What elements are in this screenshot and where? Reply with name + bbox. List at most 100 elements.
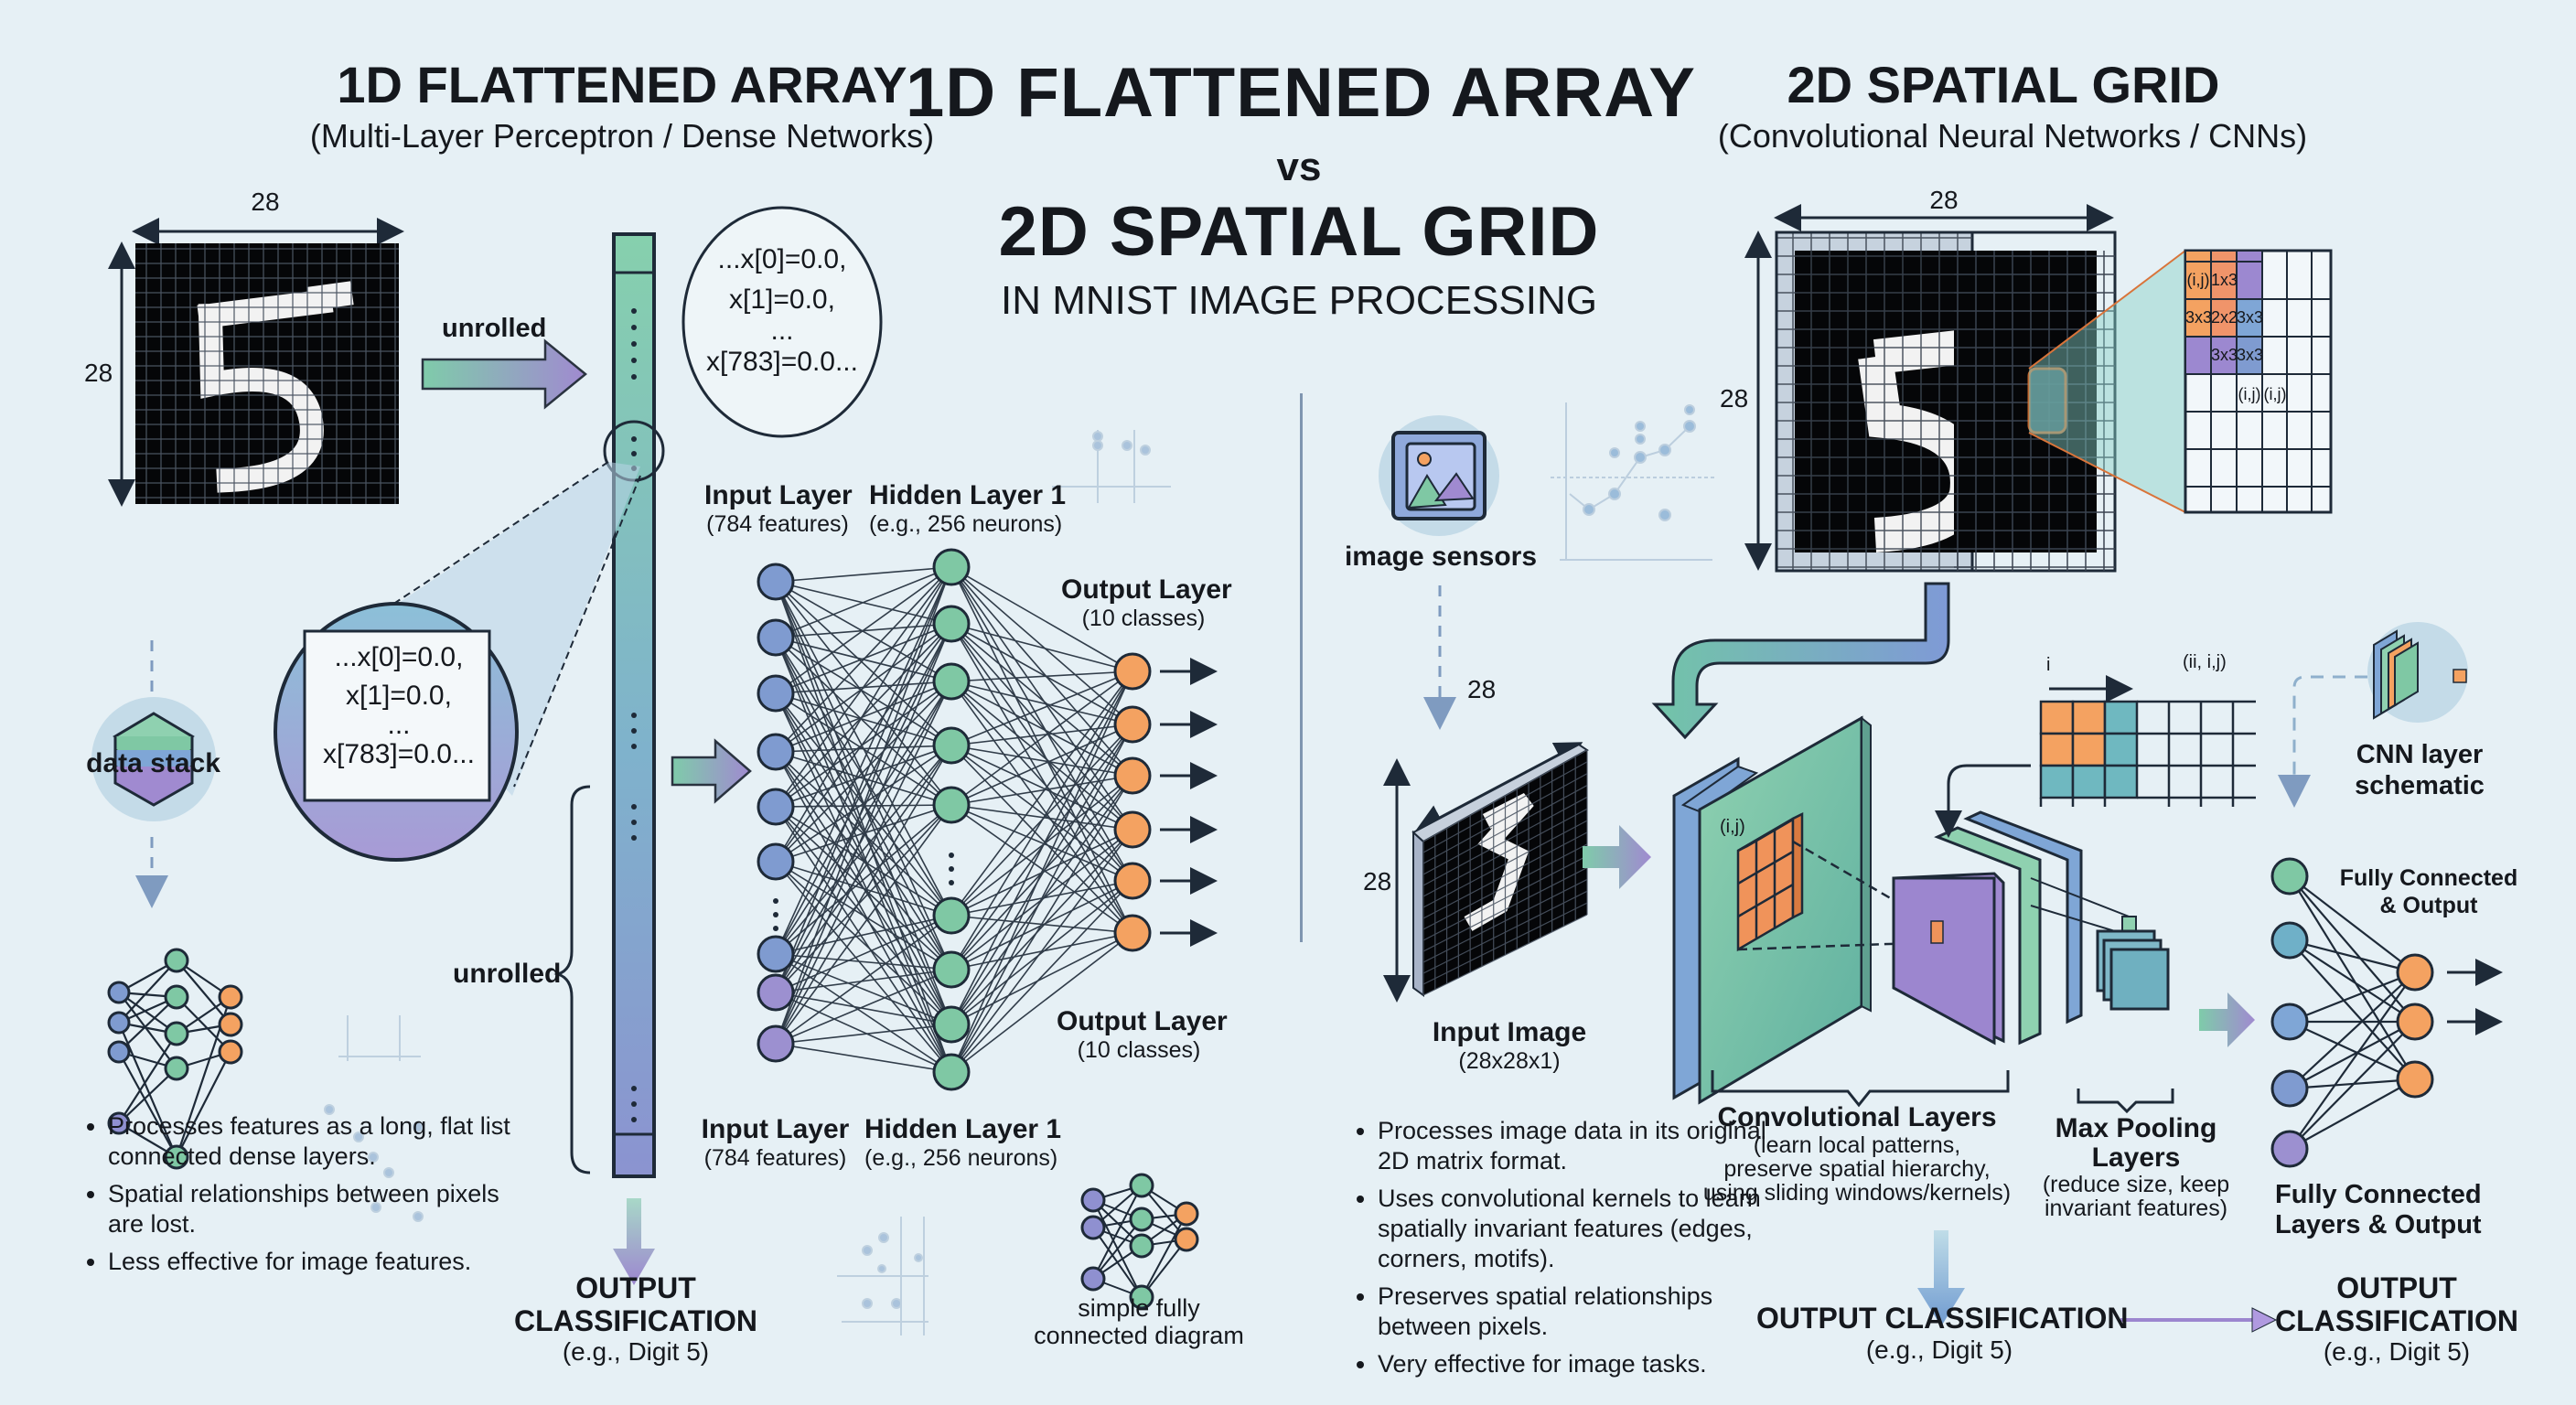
kernel-cell: 2x2 bbox=[2211, 308, 2238, 327]
cnn-schematic-line1: CNN layer bbox=[2356, 740, 2484, 769]
kernel-cell: 3x3 bbox=[2211, 346, 2238, 364]
right-image-width-label: 28 bbox=[1929, 186, 1959, 214]
pool-coord-label: (ii, i,j) bbox=[2183, 652, 2227, 672]
right-output-sub: (e.g., Digit 5) bbox=[2323, 1337, 2471, 1366]
simple-fc-caption-1: simple fully bbox=[1078, 1294, 1200, 1322]
conv-title: Convolutional Layers bbox=[1717, 1102, 1997, 1132]
right-bullet: Very effective for image tasks. bbox=[1378, 1349, 1780, 1379]
simple-fc-caption-2: connected diagram bbox=[1034, 1322, 1244, 1349]
hidden-layer-title-bottom: Hidden Layer 1 bbox=[864, 1114, 1062, 1144]
right-subheading: (Convolutional Neural Networks / CNNs) bbox=[1717, 117, 2308, 155]
title-subtitle: IN MNIST IMAGE PROCESSING bbox=[1001, 278, 1597, 323]
left-output-line1: OUTPUT bbox=[575, 1271, 696, 1304]
input-layer-title: Input Layer bbox=[704, 480, 853, 510]
simple-fc-diagram-caption: simple fully connected diagram bbox=[1020, 1294, 1258, 1349]
conv-sub-2: preserve spatial hierarchy, bbox=[1723, 1156, 1991, 1182]
conv-sub-1: (learn local patterns, bbox=[1753, 1132, 1961, 1158]
input-image-title: Input Image bbox=[1432, 1017, 1587, 1047]
kernel-coord: (i,j) bbox=[2263, 385, 2287, 403]
brace-unrolled-label: unrolled bbox=[453, 959, 562, 989]
right-heading: 2D SPATIAL GRID bbox=[1787, 56, 2220, 113]
cnn-schematic-line2: schematic bbox=[2355, 771, 2485, 800]
output-layer-title: Output Layer bbox=[1061, 574, 1232, 605]
input-image-width-label: 28 bbox=[1467, 675, 1497, 703]
fc-line1: Fully Connected bbox=[2275, 1180, 2482, 1209]
title-vs: vs bbox=[1276, 145, 1322, 189]
right-bullet: Uses convolutional kernels to learn spat… bbox=[1378, 1184, 1780, 1274]
output-layer-title-bottom: Output Layer bbox=[1057, 1006, 1228, 1036]
kernel-cell: (i,j) bbox=[2186, 271, 2210, 289]
flat-values-circle: ...x[0]=0.0, x[1]=0.0, ... x[783]=0.0... bbox=[695, 240, 869, 382]
pool-sub-1: (reduce size, keep bbox=[2042, 1172, 2230, 1197]
left-subheading: (Multi-Layer Perceptron / Dense Networks… bbox=[309, 117, 935, 155]
zoom-value-783: x[783]=0.0... bbox=[323, 739, 475, 769]
zoomed-values-box: ...x[0]=0.0, x[1]=0.0, ... x[783]=0.0... bbox=[309, 638, 488, 774]
flat-value-1: x[1]=0.0, bbox=[729, 284, 835, 315]
kernel-coord: (i,j) bbox=[2238, 385, 2261, 403]
mlp-input-label-bottom: Input Layer (784 features) bbox=[700, 1114, 851, 1172]
left-bullet-list: Processes features as a long, flat list … bbox=[84, 1111, 538, 1284]
title-line1: 1D FLATTENED ARRAY bbox=[906, 54, 1696, 132]
hidden-layer-sub-bottom: (e.g., 256 neurons) bbox=[864, 1145, 1058, 1171]
pool-title-1: Max Pooling bbox=[2055, 1113, 2217, 1143]
right-output-line1: OUTPUT bbox=[2336, 1271, 2457, 1304]
left-output-classification: OUTPUT CLASSIFICATION (e.g., Digit 5) bbox=[512, 1271, 759, 1367]
fc-line2: Layers & Output bbox=[2275, 1210, 2482, 1239]
left-bullet: Less effective for image features. bbox=[108, 1247, 538, 1277]
right-output-classification: OUTPUT CLASSIFICATION (e.g., Digit 5) bbox=[2269, 1271, 2525, 1367]
left-heading: 1D FLATTENED ARRAY bbox=[337, 56, 907, 113]
right-bullet: Processes image data in its original 2D … bbox=[1378, 1116, 1780, 1176]
input-layer-sub-bottom: (784 features) bbox=[703, 1145, 847, 1171]
left-output-line2: CLASSIFICATION bbox=[513, 1304, 758, 1337]
left-image-width-label: 28 bbox=[251, 188, 280, 216]
fc-layers-caption: Fully Connected Layers & Output bbox=[2275, 1180, 2482, 1240]
input-image-sub: (28x28x1) bbox=[1458, 1048, 1561, 1074]
output-layer-sub-bottom: (10 classes) bbox=[1077, 1037, 1201, 1063]
unrolled-arrow-label: unrolled bbox=[442, 314, 547, 343]
mlp-output-label: Output Layer (10 classes) bbox=[1061, 574, 1232, 632]
left-output-sub: (e.g., Digit 5) bbox=[562, 1337, 710, 1366]
kernel-grid-labels: (i,j) 1x3 3x3 2x2 3x3 3x3 3x3 (i,j) (i,j… bbox=[2185, 262, 2287, 403]
image-sensors-label: image sensors bbox=[1344, 542, 1538, 572]
mlp-hidden-label: Hidden Layer 1 (e.g., 256 neurons) bbox=[869, 480, 1067, 538]
right-output-line2: CLASSIFICATION bbox=[2274, 1304, 2519, 1337]
zoom-value-1: x[1]=0.0, bbox=[346, 681, 452, 711]
mid-output-line1: OUTPUT CLASSIFICATION bbox=[1756, 1302, 2129, 1335]
flat-value-0: ...x[0]=0.0, bbox=[717, 244, 847, 274]
kernel-cell: 3x3 bbox=[2185, 308, 2213, 327]
cnn-schematic-caption: CNN layer schematic bbox=[2328, 739, 2511, 801]
input-layer-title-bottom: Input Layer bbox=[701, 1114, 850, 1144]
pool-sub-2: invariant features) bbox=[2044, 1196, 2228, 1221]
pool-title-2: Layers bbox=[2091, 1142, 2181, 1173]
zoom-value-ellipsis: ... bbox=[387, 710, 411, 740]
mid-output-sub: (e.g., Digit 5) bbox=[1865, 1335, 2013, 1364]
fc-top-line1: Fully Connected bbox=[2339, 865, 2518, 891]
mlp-hidden-label-bottom: Hidden Layer 1 (e.g., 256 neurons) bbox=[864, 1114, 1062, 1172]
title-line2: 2D SPATIAL GRID bbox=[998, 193, 1600, 271]
right-image-height-label: 28 bbox=[1720, 384, 1749, 413]
kernel-coord-label: (i,j) bbox=[1720, 817, 1745, 837]
right-output-classification-mid: OUTPUT CLASSIFICATION (e.g., Digit 5) bbox=[1756, 1302, 2129, 1365]
kernel-cell: 3x3 bbox=[2237, 346, 2264, 364]
fc-top-caption: Fully Connected & Output bbox=[2328, 864, 2529, 919]
mlp-input-label: Input Layer (784 features) bbox=[704, 480, 853, 538]
hidden-layer-title: Hidden Layer 1 bbox=[869, 480, 1067, 510]
hidden-layer-sub: (e.g., 256 neurons) bbox=[869, 511, 1063, 537]
conv-layers-caption: Convolutional Layers (learn local patter… bbox=[1701, 1102, 2012, 1205]
flat-value-783: x[783]=0.0... bbox=[706, 347, 858, 377]
kernel-cell: 1x3 bbox=[2211, 271, 2238, 289]
data-stack-label: data stack bbox=[86, 748, 220, 778]
mlp-output-label-bottom: Output Layer (10 classes) bbox=[1057, 1006, 1228, 1064]
pool-i-label: i bbox=[2046, 655, 2051, 675]
flat-value-ellipsis: ... bbox=[770, 316, 794, 346]
input-image-caption: Input Image (28x28x1) bbox=[1418, 1017, 1601, 1075]
section-divider bbox=[1300, 393, 1303, 942]
kernel-cell: 3x3 bbox=[2237, 308, 2264, 327]
conv-sub-3: using sliding windows/kernels) bbox=[1702, 1180, 2012, 1206]
zoom-value-0: ...x[0]=0.0, bbox=[334, 642, 464, 672]
output-layer-sub: (10 classes) bbox=[1081, 606, 1206, 631]
fc-top-line2: & Output bbox=[2379, 893, 2478, 918]
right-bullet-list: Processes image data in its original 2D … bbox=[1354, 1116, 1780, 1387]
left-bullet: Spatial relationships between pixels are… bbox=[108, 1179, 538, 1239]
